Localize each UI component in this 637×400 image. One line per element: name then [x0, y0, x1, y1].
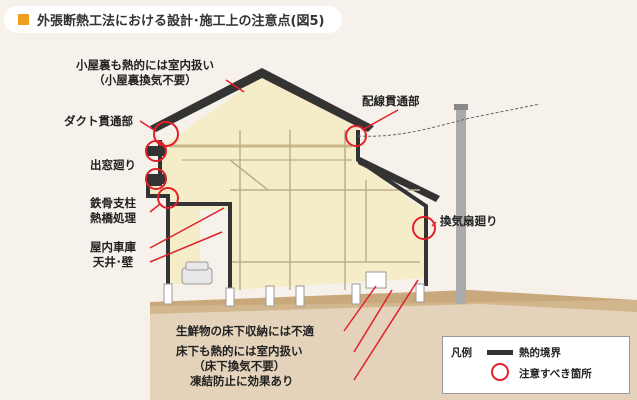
title-bar: 外張断熱工法における設計･施工上の注意点(図5): [4, 6, 342, 33]
vent-pipe: [456, 108, 466, 304]
caution-circle-baywindow-lower: [145, 168, 167, 190]
label-cable: 配線貫通部: [362, 94, 420, 108]
caution-circle-baywindow-upper: [145, 140, 167, 162]
car-icon: [181, 261, 213, 285]
label-fan: 換気扇廻り: [440, 214, 498, 228]
label-underfloor: 床下も熱的には室内扱い （床下換気不要）: [176, 344, 303, 373]
label-attic: 小屋裏も熱的には室内扱い （小屋裏換気不要）: [76, 58, 214, 87]
legend: 凡例 熱的境界 注意すべき箇所: [442, 336, 630, 394]
legend-boundary-label: 熱的境界: [519, 347, 561, 359]
title-bullet-icon: [18, 14, 29, 25]
thermal-boundary-swatch-icon: [487, 350, 513, 355]
caution-circle-icon: [491, 363, 509, 381]
diagram-title: 外張断熱工法における設計･施工上の注意点(図5): [37, 14, 325, 29]
legend-heading: 凡例: [451, 347, 472, 359]
interior-volume: [148, 76, 426, 290]
underfloor-storage: [365, 271, 387, 289]
label-bay-window: 出窓廻り: [90, 158, 136, 172]
caution-circle-steel: [157, 187, 179, 209]
legend-caution-label: 注意すべき箇所: [519, 368, 592, 380]
label-storage: 生鮮物の床下収納には不適: [176, 324, 314, 338]
caution-circle-cable: [345, 125, 367, 147]
label-steel: 鉄骨支柱 熱橋処理: [90, 196, 136, 225]
caution-circle-fan: [412, 216, 436, 240]
caution-circle-duct: [153, 121, 179, 147]
label-garage: 屋内車庫 天井･壁: [90, 240, 136, 269]
cable-wire: [357, 103, 541, 137]
label-duct: ダクト貫通部: [64, 114, 133, 128]
label-freeze: 凍結防止に効果あり: [190, 374, 294, 388]
